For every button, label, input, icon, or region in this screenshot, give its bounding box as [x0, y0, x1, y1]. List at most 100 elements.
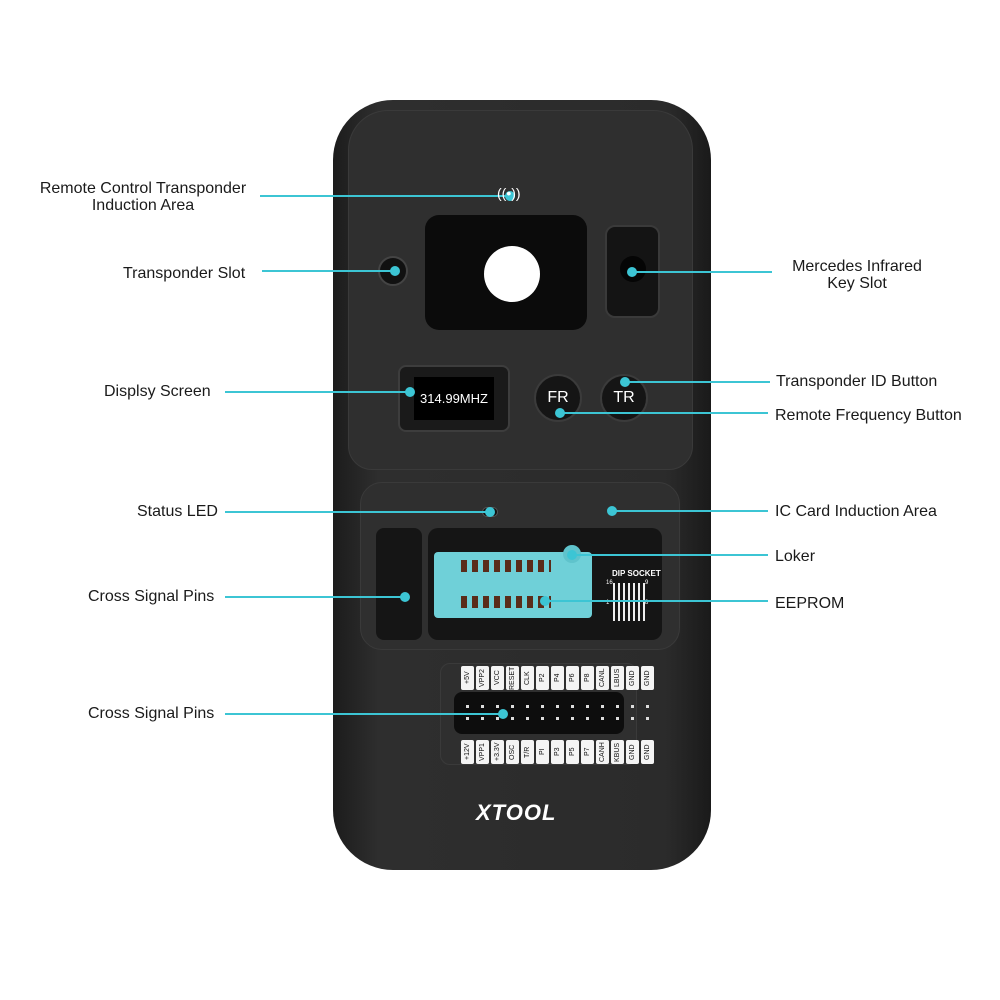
callout-dot: [620, 377, 630, 387]
callout-dot: [627, 267, 637, 277]
pin-label: OSC: [506, 740, 519, 764]
pin-label: VPP2: [476, 666, 489, 690]
pin-label: GND: [626, 740, 639, 764]
pin-hole: [581, 702, 594, 712]
pin-hole: [536, 702, 549, 712]
callout-dot: [505, 191, 515, 201]
callout-line: [262, 270, 395, 272]
pin-hole: [521, 702, 534, 712]
callout-cross-pins-header: Cross Signal Pins: [88, 705, 215, 722]
pin-label: KBUS: [611, 740, 624, 764]
callout-dot: [567, 550, 577, 560]
label-line2: Induction Area: [91, 197, 195, 214]
pin-label: +5V: [461, 666, 474, 690]
pin-label: GND: [641, 740, 654, 764]
callout-loker: Loker: [775, 548, 816, 565]
pin-label: LBUS: [611, 666, 624, 690]
pin-hole: [491, 702, 504, 712]
callout-dot: [498, 709, 508, 719]
callout-line: [612, 510, 768, 512]
pin-label: P8: [581, 666, 594, 690]
pin-hole: [461, 714, 474, 724]
callout-transponder-slot: Transponder Slot: [123, 265, 246, 282]
callout-dot: [540, 596, 550, 606]
pin-16-label: 16: [606, 580, 613, 586]
pin-label: RESET: [506, 666, 519, 690]
pin-label: GND: [626, 666, 639, 690]
callout-dot: [390, 266, 400, 276]
pin-label: T/R: [521, 740, 534, 764]
callout-dot: [607, 506, 617, 516]
pin-label: CANH: [596, 740, 609, 764]
pin-hole: [551, 702, 564, 712]
pin-label: P3: [551, 740, 564, 764]
pin-hole: [626, 702, 639, 712]
socket-contacts-top: [461, 560, 551, 572]
callout-display: Displsy Screen: [104, 383, 211, 400]
pin-label: VCC: [491, 666, 504, 690]
callout-transponder-id: Transponder ID Button: [776, 373, 938, 390]
pin-9-label: 9: [645, 580, 649, 586]
side-pin-block: [376, 528, 422, 640]
callout-line: [545, 600, 768, 602]
pin-label: P7: [581, 740, 594, 764]
callout-line: [225, 596, 405, 598]
pin-hole: [581, 714, 594, 724]
pin-label: GND: [641, 666, 654, 690]
pin-hole: [611, 702, 624, 712]
pin-hole: [536, 714, 549, 724]
pin-hole: [566, 714, 579, 724]
callout-line: [260, 195, 510, 197]
socket-contacts-bottom: [461, 596, 551, 608]
callout-line: [632, 271, 772, 273]
pin-hole: [641, 702, 654, 712]
label-line2: Key Slot: [827, 275, 887, 292]
callout-line: [560, 412, 768, 414]
pin-label: CLK: [521, 666, 534, 690]
pin-label: P5: [566, 740, 579, 764]
callout-line: [225, 391, 410, 393]
pin-hole: [506, 702, 519, 712]
pin-hole: [491, 714, 504, 724]
pin-8-label: 8: [645, 600, 649, 606]
pin-hole: [506, 714, 519, 724]
pin-hole: [566, 702, 579, 712]
xtool-logo: XTOOL: [476, 800, 557, 825]
pin-label: PI: [536, 740, 549, 764]
callout-dot: [555, 408, 565, 418]
nfc-icon: ((•)): [497, 185, 521, 201]
label-line1: Mercedes Infrared: [792, 258, 922, 275]
pin-hole: [641, 714, 654, 724]
pin-hole: [521, 714, 534, 724]
pin-hole: [626, 714, 639, 724]
pin-hole: [476, 702, 489, 712]
dip-pin-diagram: [613, 583, 645, 621]
callout-dot: [405, 387, 415, 397]
callout-eeprom: EEPROM: [775, 595, 845, 612]
pin-label: VPP1: [476, 740, 489, 764]
pin-label: CANL: [596, 666, 609, 690]
pin-hole: [551, 714, 564, 724]
pin-label: P6: [566, 666, 579, 690]
callout-cross-pins-side: Cross Signal Pins: [88, 588, 215, 605]
lens: [484, 246, 540, 302]
pin-hole: [596, 702, 609, 712]
pin-1-label: 1: [606, 600, 610, 606]
dip-socket-label: DIP SOCKET: [612, 569, 661, 578]
callout-line: [225, 511, 490, 513]
pin-label: P2: [536, 666, 549, 690]
pin-label: +3.3V: [491, 740, 504, 764]
zif-socket: [434, 552, 592, 618]
pin-hole: [596, 714, 609, 724]
callout-ic-card: IC Card Induction Area: [775, 503, 937, 520]
display-screen: 314.99MHZ: [398, 365, 510, 432]
callout-dot: [485, 507, 495, 517]
callout-status-led: Status LED: [137, 503, 218, 520]
pin-hole: [461, 702, 474, 712]
pin-row-2: [461, 714, 656, 724]
callout-remote-frequency: Remote Frequency Button: [775, 407, 962, 424]
